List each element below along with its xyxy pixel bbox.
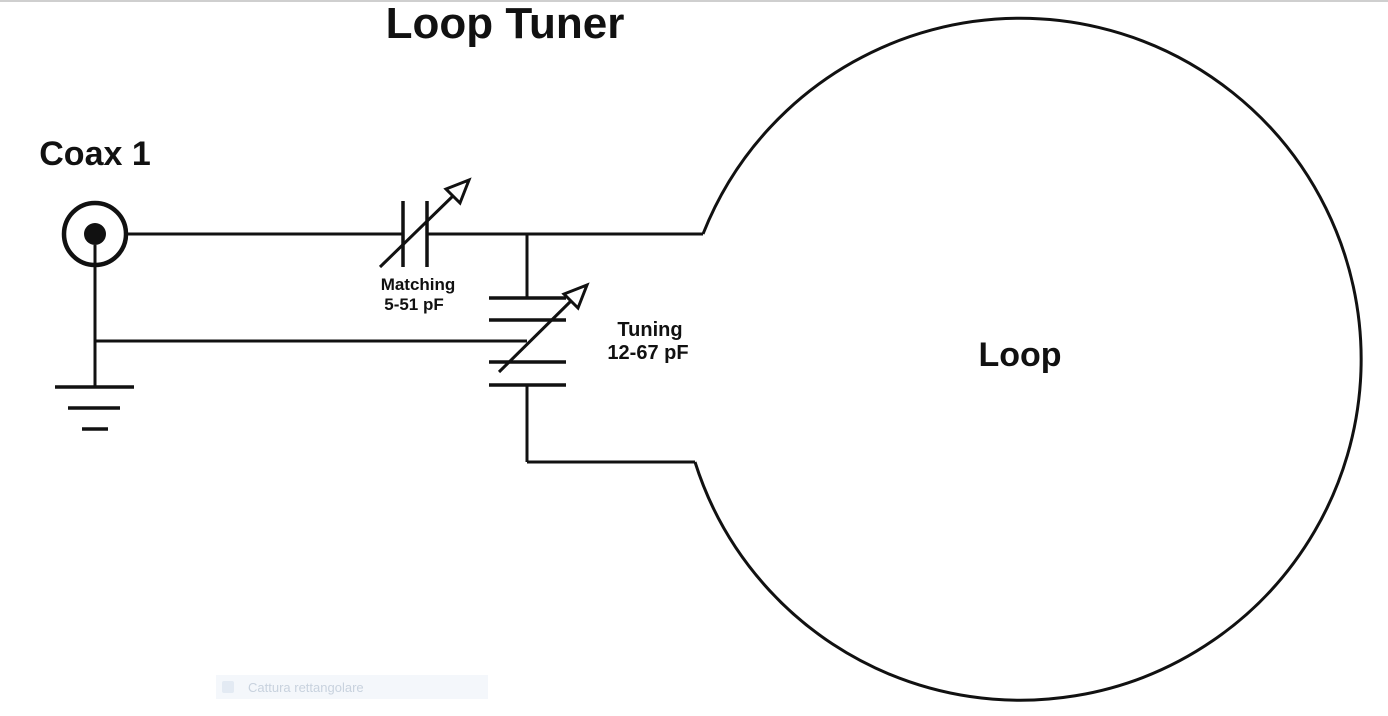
matching-value: 5-51 pF (384, 295, 444, 314)
tuning-label: Tuning (617, 319, 682, 341)
capture-icon (222, 681, 234, 693)
tuning-value: 12-67 pF (607, 342, 688, 364)
top-border (0, 0, 1388, 2)
tuning-capacitor-icon (489, 282, 590, 387)
capture-overlay[interactable]: Cattura rettangolare (216, 675, 488, 699)
coax-label: Coax 1 (39, 135, 151, 173)
diagram-title: Loop Tuner (386, 0, 625, 48)
matching-label: Matching (381, 275, 456, 294)
loop-label: Loop (978, 336, 1061, 374)
loop-element (693, 16, 1363, 702)
ground-icon (55, 245, 134, 431)
capture-overlay-text: Cattura rettangolare (248, 679, 364, 695)
matching-capacitor-icon (378, 177, 472, 269)
